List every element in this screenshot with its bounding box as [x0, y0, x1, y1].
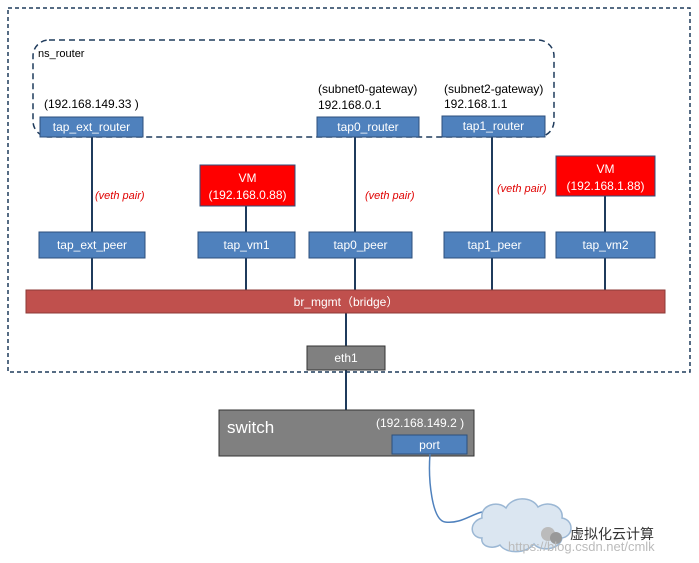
tap0-peer-label: tap0_peer	[333, 238, 387, 252]
vm2-ip: (192.168.1.88)	[566, 179, 644, 193]
tap1-peer-box[interactable]: tap1_peer	[443, 231, 546, 259]
vm1-title: VM	[239, 171, 257, 185]
tap1-peer-label: tap1_peer	[467, 238, 521, 252]
bridge-label: br_mgmt（bridge）	[294, 295, 399, 309]
switch-ip: (192.168.149.2 )	[376, 416, 464, 430]
switch-port-label: port	[419, 438, 440, 452]
tap-ext-router-box[interactable]: tap_ext_router	[39, 116, 144, 138]
vm1-box[interactable]: VM (192.168.0.88)	[199, 164, 296, 207]
port-cable	[428, 453, 483, 524]
vm2-box[interactable]: VM (192.168.1.88)	[555, 155, 656, 197]
eth1-label: eth1	[334, 351, 358, 365]
subnet2-gateway-label: (subnet2-gateway)	[444, 82, 543, 96]
subnet0-ip: 192.168.0.1	[318, 98, 382, 112]
switch-port-box[interactable]: port	[391, 434, 468, 455]
veth-pair-label-tap0: (veth pair)	[365, 190, 415, 202]
bridge-bar[interactable]: br_mgmt（bridge）	[25, 289, 666, 314]
tap-ext-peer-box[interactable]: tap_ext_peer	[38, 231, 146, 259]
tap-ext-router-label: tap_ext_router	[53, 120, 130, 134]
ns-router-label: ns_router	[38, 48, 85, 60]
tap-vm1-label: tap_vm1	[223, 238, 269, 252]
ns-router-boundary	[32, 39, 555, 138]
watermark-url: https://blog.csdn.net/cmlk	[508, 539, 655, 554]
links	[91, 137, 606, 410]
tap-vm2-box[interactable]: tap_vm2	[555, 231, 656, 259]
tap1-router-box[interactable]: tap1_router	[441, 115, 546, 138]
wechat-icon	[541, 527, 562, 544]
subnet0-gateway-label: (subnet0-gateway)	[318, 82, 417, 96]
tap1-router-label: tap1_router	[463, 119, 524, 133]
vm1-ip: (192.168.0.88)	[208, 188, 286, 202]
veth-pair-label-ext: (veth pair)	[95, 190, 145, 202]
tap-vm1-box[interactable]: tap_vm1	[197, 231, 296, 259]
tap-vm2-label: tap_vm2	[582, 238, 628, 252]
tap0-router-label: tap0_router	[337, 120, 398, 134]
ext-router-ip: (192.168.149.33 )	[44, 97, 139, 111]
switch-label: switch	[227, 418, 274, 437]
host-boundary	[7, 7, 691, 373]
tap0-router-box[interactable]: tap0_router	[316, 116, 420, 138]
veth-pair-label-tap1: (veth pair)	[497, 183, 547, 195]
tap0-peer-box[interactable]: tap0_peer	[308, 231, 413, 259]
vm2-title: VM	[597, 162, 615, 176]
watermark-text: 虚拟化云计算	[570, 526, 654, 542]
subnet2-ip: 192.168.1.1	[444, 97, 508, 111]
eth1-box[interactable]: eth1	[306, 345, 386, 371]
tap-ext-peer-label: tap_ext_peer	[57, 238, 127, 252]
